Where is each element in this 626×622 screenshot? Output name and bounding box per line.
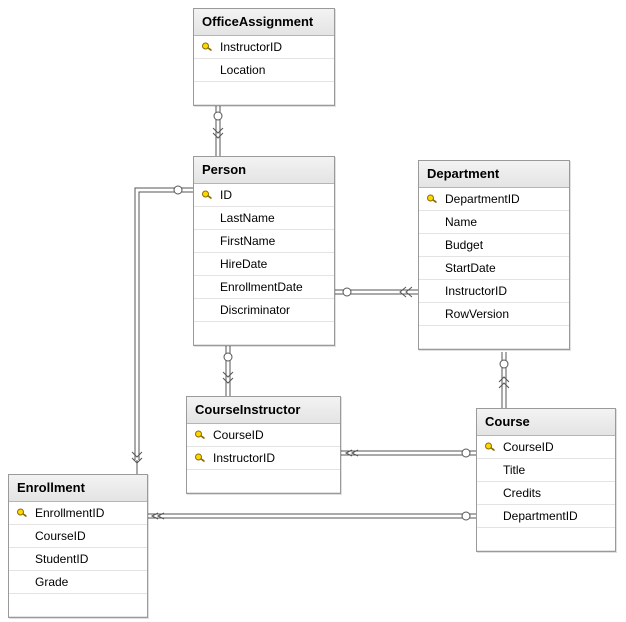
table-title: CourseInstructor xyxy=(187,397,340,424)
primary-key-icon xyxy=(194,453,205,462)
column-name: StartDate xyxy=(445,260,496,275)
table-title: OfficeAssignment xyxy=(194,9,334,36)
column-name: CourseID xyxy=(503,439,554,454)
table-row[interactable]: LastName xyxy=(194,207,334,230)
table-columns: CourseID InstructorID xyxy=(187,424,340,493)
table-row[interactable]: FirstName xyxy=(194,230,334,253)
table-row[interactable]: CourseID xyxy=(9,525,147,548)
table-columns: InstructorID Location xyxy=(194,36,334,105)
primary-key-icon xyxy=(16,508,27,517)
table-row[interactable]: ID xyxy=(194,184,334,207)
column-name: EnrollmentID xyxy=(35,505,105,520)
table-empty-row xyxy=(187,470,340,493)
table-row[interactable]: EnrollmentDate xyxy=(194,276,334,299)
column-name: HireDate xyxy=(220,256,268,271)
table-empty-row xyxy=(9,594,147,617)
primary-key-cell xyxy=(481,442,499,453)
column-name: Title xyxy=(503,462,526,477)
primary-key-icon xyxy=(201,42,212,51)
table-row[interactable]: DepartmentID xyxy=(477,505,615,528)
column-name: CourseID xyxy=(35,528,86,543)
table-courseinstructor[interactable]: CourseInstructor CourseID InstructorID xyxy=(186,396,341,494)
primary-key-cell xyxy=(198,42,216,53)
table-row[interactable]: InstructorID xyxy=(187,447,340,470)
table-row[interactable]: Budget xyxy=(419,234,569,257)
column-name: InstructorID xyxy=(220,39,283,54)
column-name: ID xyxy=(220,187,232,202)
table-columns: EnrollmentID CourseID StudentID Grade xyxy=(9,502,147,617)
primary-key-cell xyxy=(13,508,31,519)
table-title: Enrollment xyxy=(9,475,147,502)
table-row[interactable]: DepartmentID xyxy=(419,188,569,211)
table-officeassignment[interactable]: OfficeAssignment InstructorID Location xyxy=(193,8,335,106)
table-empty-row xyxy=(194,82,334,105)
primary-key-cell xyxy=(191,430,209,441)
table-row[interactable]: StartDate xyxy=(419,257,569,280)
primary-key-cell xyxy=(191,453,209,464)
column-name: Name xyxy=(445,214,478,229)
table-row[interactable]: Title xyxy=(477,459,615,482)
table-enrollment[interactable]: Enrollment EnrollmentID CourseID StudentID… xyxy=(8,474,148,618)
table-row[interactable]: CourseID xyxy=(477,436,615,459)
table-empty-row xyxy=(194,322,334,345)
column-name: StudentID xyxy=(35,551,89,566)
column-name: DepartmentID xyxy=(503,508,578,523)
table-empty-row xyxy=(477,528,615,551)
table-title: Course xyxy=(477,409,615,436)
column-name: Location xyxy=(220,62,266,77)
table-row[interactable]: CourseID xyxy=(187,424,340,447)
primary-key-icon xyxy=(484,442,495,451)
column-name: InstructorID xyxy=(213,450,276,465)
primary-key-icon xyxy=(201,190,212,199)
column-name: RowVersion xyxy=(445,306,510,321)
table-row[interactable]: InstructorID xyxy=(194,36,334,59)
column-name: InstructorID xyxy=(445,283,508,298)
table-title: Department xyxy=(419,161,569,188)
table-row[interactable]: Grade xyxy=(9,571,147,594)
column-name: Credits xyxy=(503,485,542,500)
primary-key-cell xyxy=(423,194,441,205)
primary-key-cell xyxy=(198,190,216,201)
primary-key-icon xyxy=(194,430,205,439)
table-row[interactable]: InstructorID xyxy=(419,280,569,303)
table-row[interactable]: Credits xyxy=(477,482,615,505)
column-name: FirstName xyxy=(220,233,276,248)
primary-key-icon xyxy=(426,194,437,203)
table-row[interactable]: StudentID xyxy=(9,548,147,571)
table-empty-row xyxy=(419,326,569,349)
column-name: Grade xyxy=(35,574,69,589)
table-row[interactable]: EnrollmentID xyxy=(9,502,147,525)
table-row[interactable]: HireDate xyxy=(194,253,334,276)
table-row[interactable]: RowVersion xyxy=(419,303,569,326)
table-row[interactable]: Location xyxy=(194,59,334,82)
column-name: EnrollmentDate xyxy=(220,279,303,294)
table-title: Person xyxy=(194,157,334,184)
column-name: CourseID xyxy=(213,427,264,442)
column-name: Budget xyxy=(445,237,484,252)
column-name: DepartmentID xyxy=(445,191,520,206)
column-name: LastName xyxy=(220,210,275,225)
table-row[interactable]: Name xyxy=(419,211,569,234)
column-name: Discriminator xyxy=(220,302,291,317)
table-row[interactable]: Discriminator xyxy=(194,299,334,322)
